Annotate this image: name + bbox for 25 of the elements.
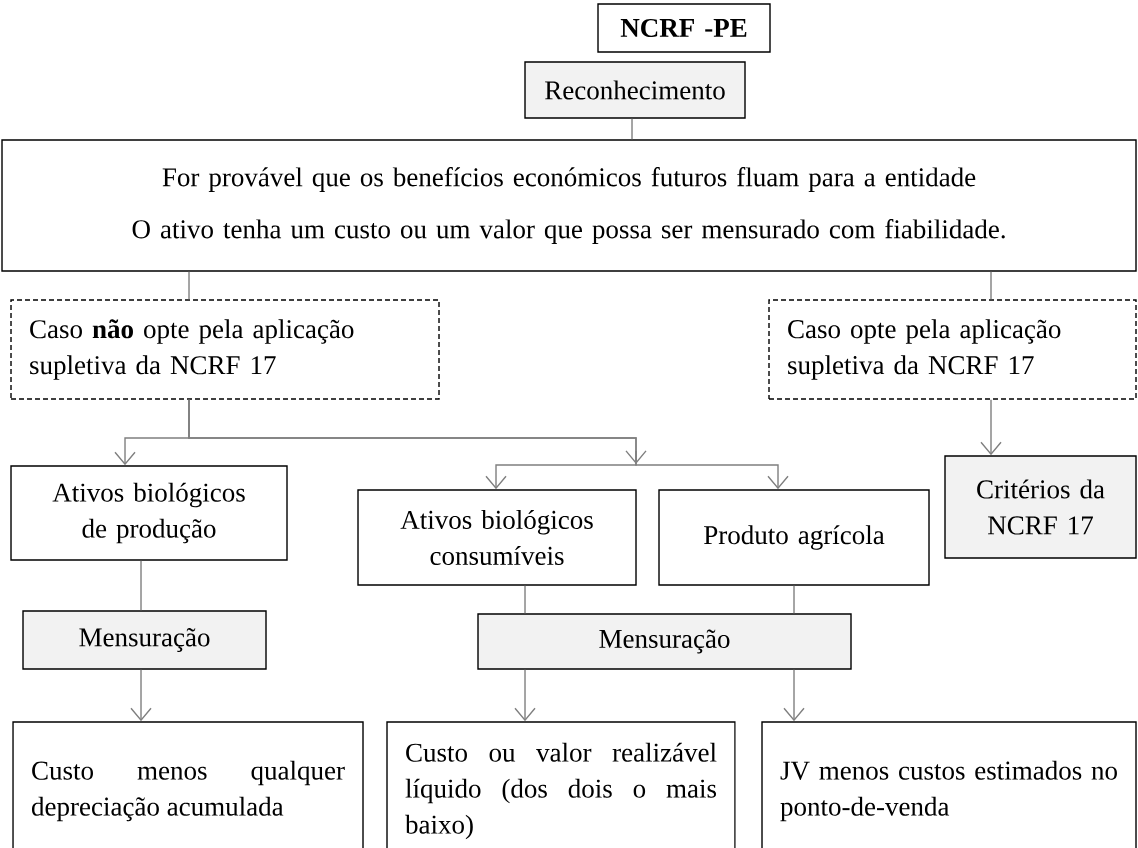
connector-line [524, 585, 526, 614]
category-box: Produto agrícola [658, 489, 930, 586]
condition-box: For provável que os benefícios económicos futuros fluam para a entidade O ativo tenha um custo ou um valor que possa ser mensurado com fiabilidade. [1, 139, 1137, 272]
category-box: Ativos biológicos de produção [10, 465, 288, 561]
step-box: Mensuração [22, 610, 267, 670]
step-box: Mensuração [477, 613, 852, 670]
title-box: NCRF -PE [597, 3, 771, 53]
connector-line [793, 585, 795, 614]
connector-line [140, 560, 142, 611]
category-box: Ativos biológicos consumíveis [357, 489, 637, 586]
option-box: Caso opte pela aplicação supletiva da NCRF 17 [768, 299, 1137, 400]
connector-line [188, 271, 190, 300]
result-box: Custo menos qualquer depreciação acumulada [12, 721, 364, 848]
result-box: JV menos custos estimados no ponto-de-venda [761, 721, 1137, 848]
option-box: Caso não opte pela aplicação supletiva da NCRF 17 [10, 299, 440, 400]
connector-line [631, 118, 633, 140]
arrow [783, 669, 805, 722]
arrow [130, 669, 152, 722]
arrow [188, 399, 789, 490]
arrow [514, 669, 536, 722]
result-box: Custo ou valor realizável líquido (dos dois o mais baixo) [386, 721, 736, 848]
connector-line [990, 271, 992, 300]
criteria-box: Critérios da NCRF 17 [944, 455, 1137, 559]
step-box: Reconhecimento [524, 61, 746, 119]
arrow [980, 399, 1002, 456]
